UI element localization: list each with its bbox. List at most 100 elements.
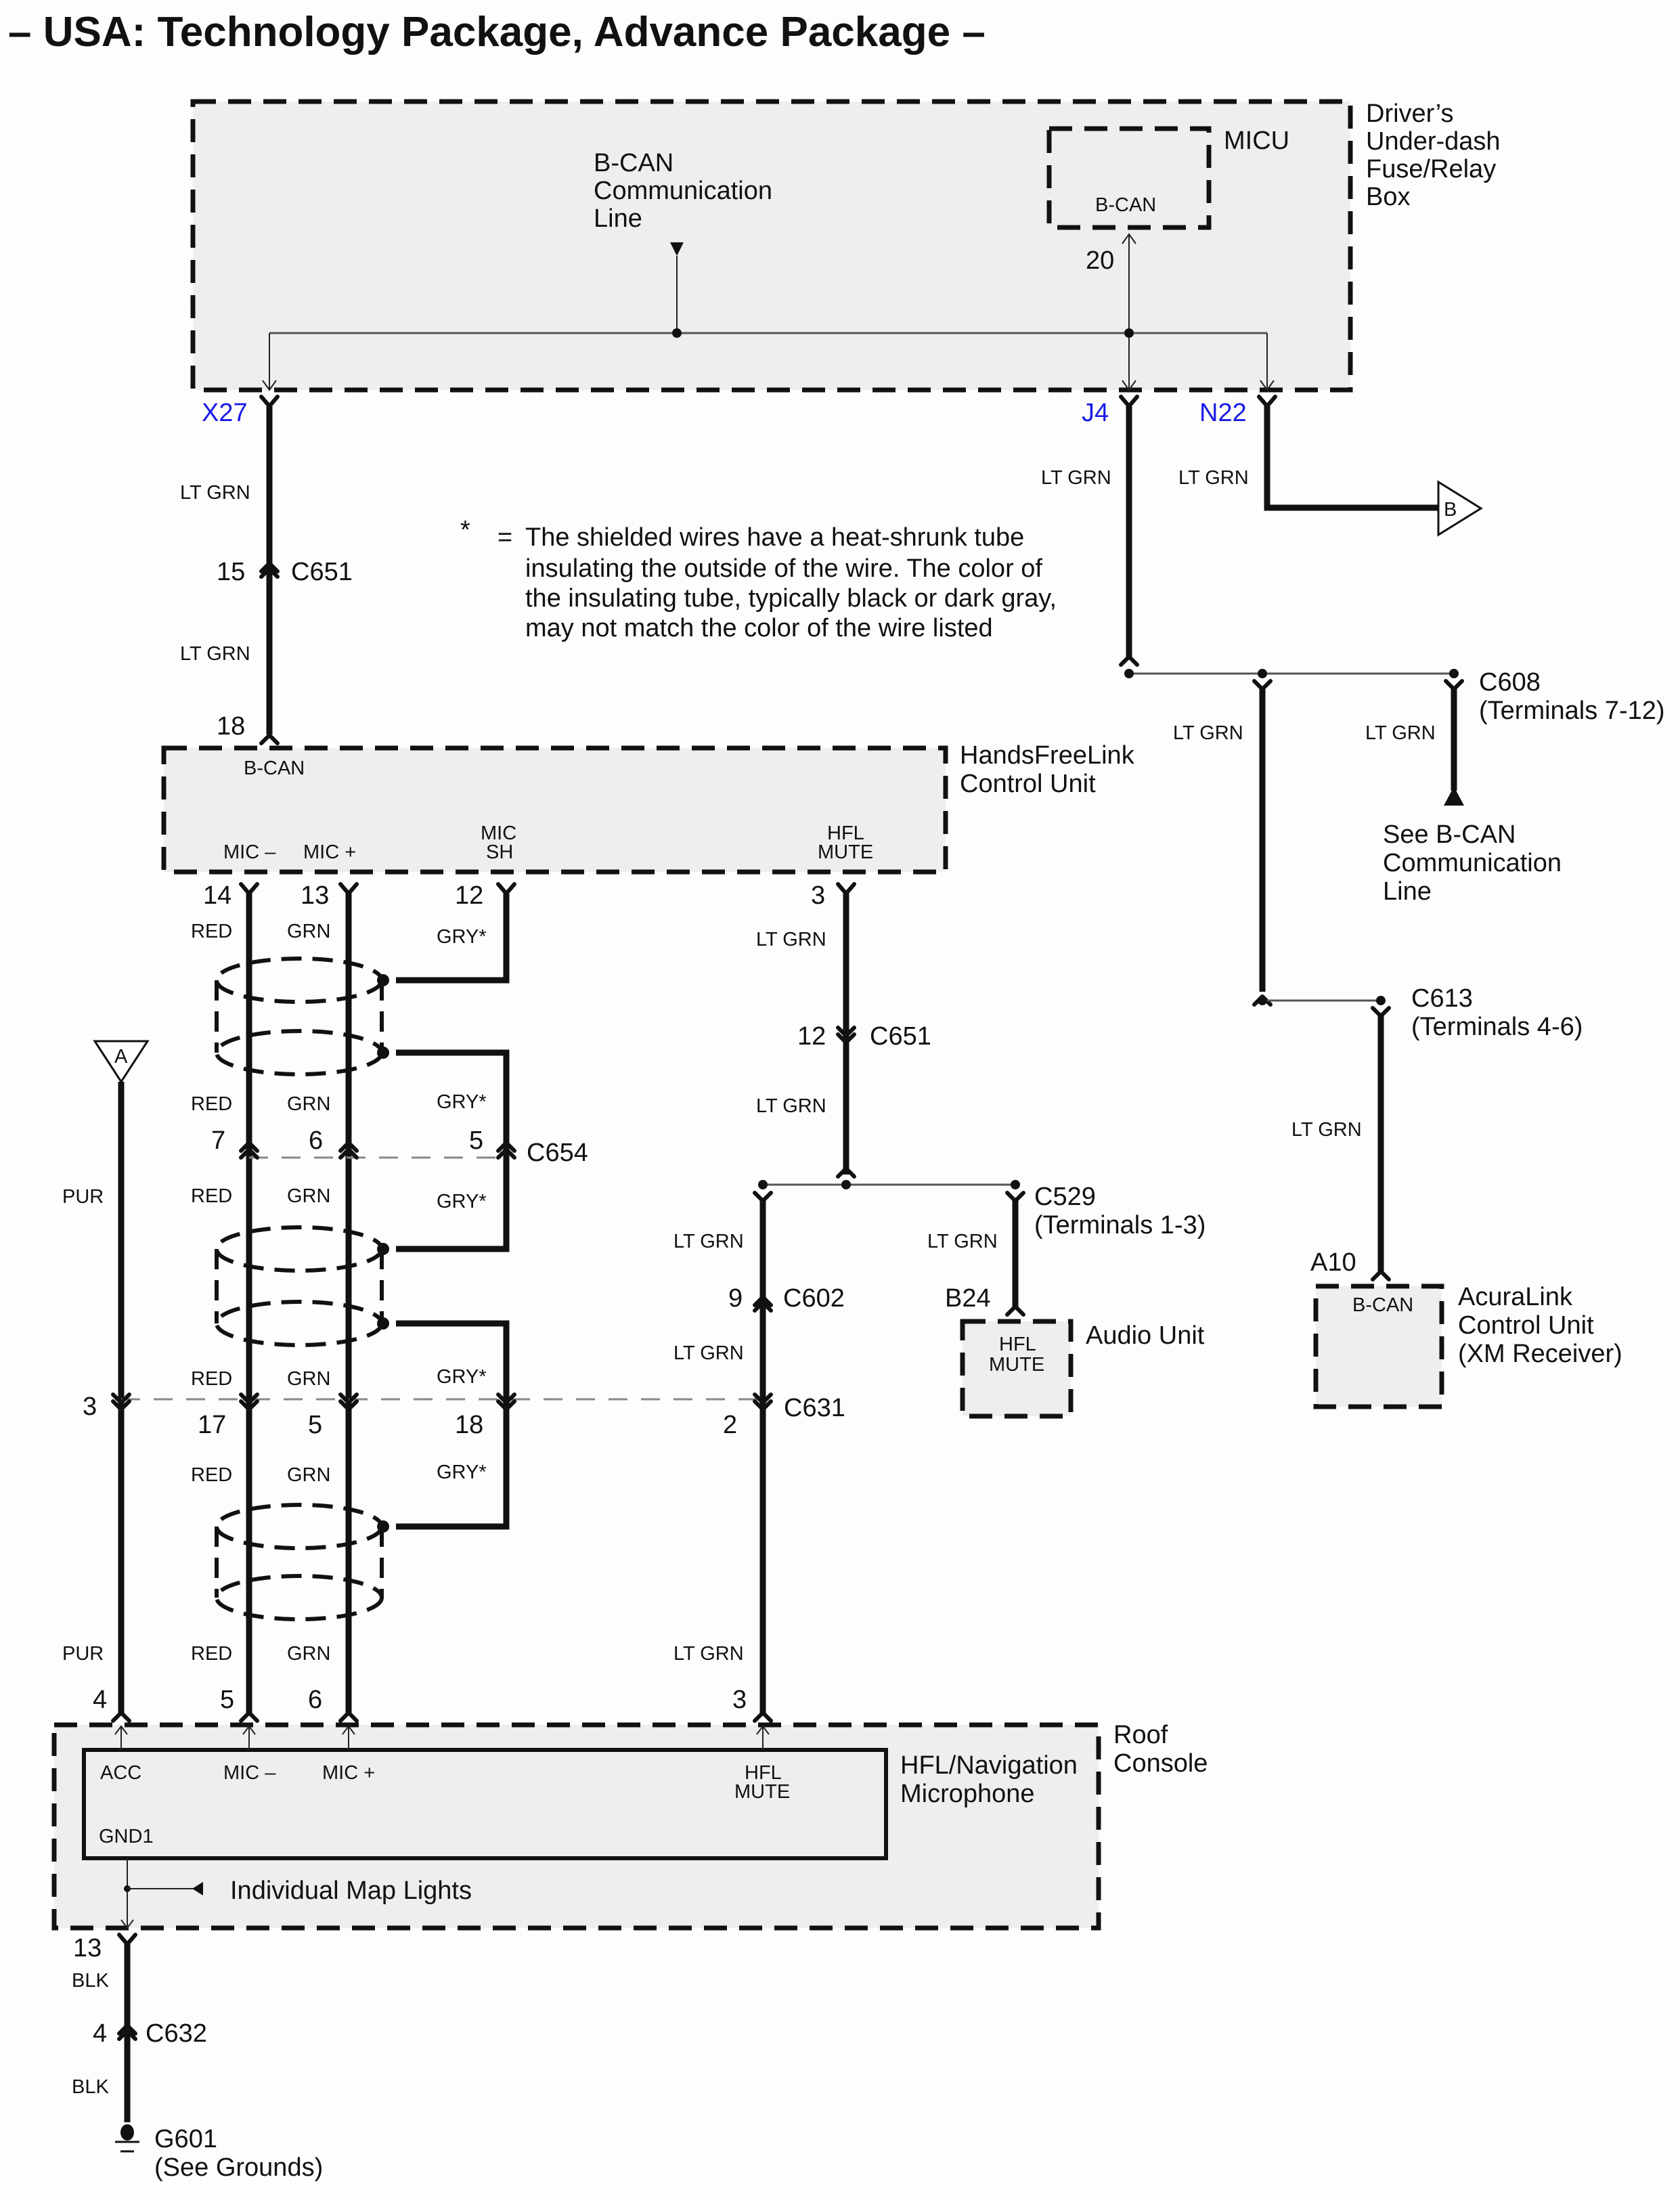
connector-c654: C654	[527, 1139, 588, 1167]
label-fuse-box-label-3: Box	[1366, 183, 1410, 211]
label-connectors-c613-sub: (Terminals 4-6)	[1411, 1013, 1583, 1041]
roof-console: Roof Console HFL/Navigation Microphone A…	[51, 1721, 1208, 1931]
label-hfl-control-unit-terminals-1-name: MIC +	[303, 841, 356, 863]
label-hfl-control-unit-terminals-0-name: MIC –	[223, 841, 276, 863]
label-fuse-box-label-1: Under-dash	[1366, 127, 1501, 156]
label-wires-mic-minus: RED	[191, 1368, 232, 1390]
label-hfl-control-unit-bcan-pin: 18	[217, 712, 245, 741]
label-note-eq: =	[498, 523, 512, 552]
label-hfl-control-unit-terminals-2-pin: 12	[455, 881, 483, 910]
label-wires-c602-upper: LT GRN	[673, 1231, 744, 1252]
label-wires-mute-upper: LT GRN	[756, 929, 826, 950]
ground-icon	[115, 2124, 139, 2153]
label-connectors-c631-pins-bottom-1: 5	[308, 1411, 322, 1439]
label-fuse-box-label-0: Driver’s	[1366, 100, 1454, 128]
label-note-lines-0: The shielded wires have a heat-shrunk tu…	[525, 523, 1024, 552]
label-hfl-control-unit-terminals-1-pin: 13	[301, 881, 329, 910]
shield-cylinder-2	[215, 1225, 389, 1347]
shield-cylinder-1	[215, 957, 389, 1076]
terminal-n22: N22	[1199, 399, 1247, 427]
label-connectors-c602-pin: 9	[728, 1284, 743, 1313]
label-wires-x27-upper: LT GRN	[180, 482, 250, 504]
label-acuralink-terminal: B-CAN	[1352, 1294, 1413, 1316]
label-offpage-a: A	[114, 1046, 128, 1068]
label-wires-c613: LT GRN	[1291, 1119, 1362, 1141]
terminal-j4: J4	[1082, 399, 1109, 427]
wire-n22	[1264, 406, 1438, 511]
label-wires-mic-minus: RED	[191, 1093, 232, 1115]
see-bcan-note: See B-CAN	[1383, 820, 1516, 849]
label-offpage-b: B	[1444, 499, 1457, 521]
fuse-relay-box: Driver’s Under-dash Fuse/Relay Box B-CAN…	[190, 99, 1501, 393]
label-wires-mic-plus: GRN	[287, 1093, 330, 1115]
label-wires-c529: LT GRN	[927, 1231, 998, 1252]
connector-c613: C613	[1411, 984, 1473, 1013]
label-wires-c602-lower: LT GRN	[673, 1342, 744, 1364]
label-connectors-c651-a-pin: 15	[217, 558, 245, 586]
connector-c651-b: C651	[870, 1022, 931, 1051]
label-roof-console-mic-label-0: HFL/Navigation	[900, 1751, 1078, 1780]
label-hfl-control-unit-terminals-3-pin: 3	[811, 881, 825, 910]
label-roof-console-gnd: GND1	[99, 1826, 154, 1847]
label-wires-c608-right: LT GRN	[1365, 722, 1436, 744]
label-connectors-c654-pins-1: 6	[309, 1126, 323, 1155]
micu-box	[1046, 126, 1212, 230]
label-wires-mic-sh: GRY*	[437, 926, 487, 948]
label-wires-mic-plus: GRN	[287, 1464, 330, 1486]
label-wires-mic-plus: GRN	[287, 1368, 330, 1390]
acuralink-control-unit	[1313, 1284, 1444, 1409]
label-fuse-box-bcan-line-label-2: Line	[594, 204, 642, 233]
label-hfl-control-unit-terminals-3-lines-0: HFL	[827, 822, 864, 844]
label-roof-console-terminals-0-pin: 4	[93, 1686, 107, 1714]
offpage-connector-b	[1437, 480, 1483, 537]
label-wires-c608-left: LT GRN	[1173, 722, 1243, 744]
label-hfl-control-unit-bcan: B-CAN	[244, 758, 305, 779]
label-roof-console-mic-label-1: Microphone	[900, 1780, 1035, 1808]
bcan-line-label: B-CAN	[594, 149, 673, 177]
label-wires-mic-plus: GRN	[287, 1185, 330, 1207]
label-wires-mic-minus: RED	[191, 1185, 232, 1207]
label-connectors-c651-b-pin: 12	[797, 1022, 826, 1051]
shield-cylinder-3	[215, 1503, 389, 1621]
label-connectors-c632-pin: 4	[93, 2019, 107, 2048]
label-fuse-box-label-2: Fuse/Relay	[1366, 155, 1496, 183]
connector-c529: C529	[1034, 1183, 1096, 1211]
arrow-icon	[670, 242, 684, 256]
label-audio-unit-label: Audio Unit	[1086, 1321, 1205, 1350]
label-connectors-c654-pins-0: 7	[211, 1126, 225, 1155]
diagram-title: – USA: Technology Package, Advance Packa…	[8, 9, 986, 56]
label-wires-j4: LT GRN	[1041, 467, 1111, 489]
label-roof-console-terminals-3-pin: 3	[732, 1686, 747, 1714]
label-wires-mic-minus: RED	[191, 1643, 232, 1665]
label-see-bcan-2: Line	[1383, 877, 1432, 906]
label-wires-ground: BLK	[72, 1970, 109, 1992]
label-fuse-box-bcan-line-label-1: Communication	[594, 177, 772, 205]
label-connectors-c529-sub: (Terminals 1-3)	[1034, 1211, 1206, 1239]
label-connectors-c631-pins-bottom-2: 18	[455, 1411, 483, 1439]
label-connectors-c631-pins-bottom-0: 17	[198, 1411, 226, 1439]
label-roof-console-gnd-pin: 13	[73, 1934, 102, 1962]
label-connectors-c631-pins-top-1: 2	[723, 1411, 737, 1439]
label-wires-n22: LT GRN	[1178, 467, 1249, 489]
label-wires-mic-minus: RED	[191, 921, 232, 942]
label-connectors-c608-sub: (Terminals 7-12)	[1479, 697, 1665, 725]
label-wires-mute-lower: LT GRN	[756, 1095, 826, 1117]
label-wires-mic-sh: GRY*	[437, 1191, 487, 1212]
label-roof-console-terminals-3-lines-0: HFL	[745, 1762, 782, 1784]
label-wires-mic-sh: GRY*	[437, 1366, 487, 1388]
label-roof-console-terminals-1-name: MIC –	[223, 1762, 276, 1784]
individual-map-lights-label: Individual Map Lights	[230, 1877, 472, 1905]
label-wires-acc: PUR	[62, 1186, 104, 1208]
label-roof-console-terminals-0-name: ACC	[100, 1762, 141, 1784]
connector-c608: C608	[1479, 668, 1541, 697]
label-wires-mute-bottom: LT GRN	[673, 1643, 744, 1665]
connector-c651: C651	[291, 558, 353, 586]
connector-c632: C632	[146, 2019, 207, 2048]
label-note-lines-1: insulating the outside of the wire. The …	[525, 554, 1042, 583]
label-hfl-control-unit-terminals-0-pin: 14	[203, 881, 231, 910]
label-acuralink-label-0: AcuraLink	[1458, 1283, 1573, 1311]
label-wires-x27-lower: LT GRN	[180, 643, 250, 665]
label-hfl-control-unit-terminals-2-lines-0: MIC	[481, 822, 516, 844]
label-wires-mic-sh: GRY*	[437, 1091, 487, 1113]
